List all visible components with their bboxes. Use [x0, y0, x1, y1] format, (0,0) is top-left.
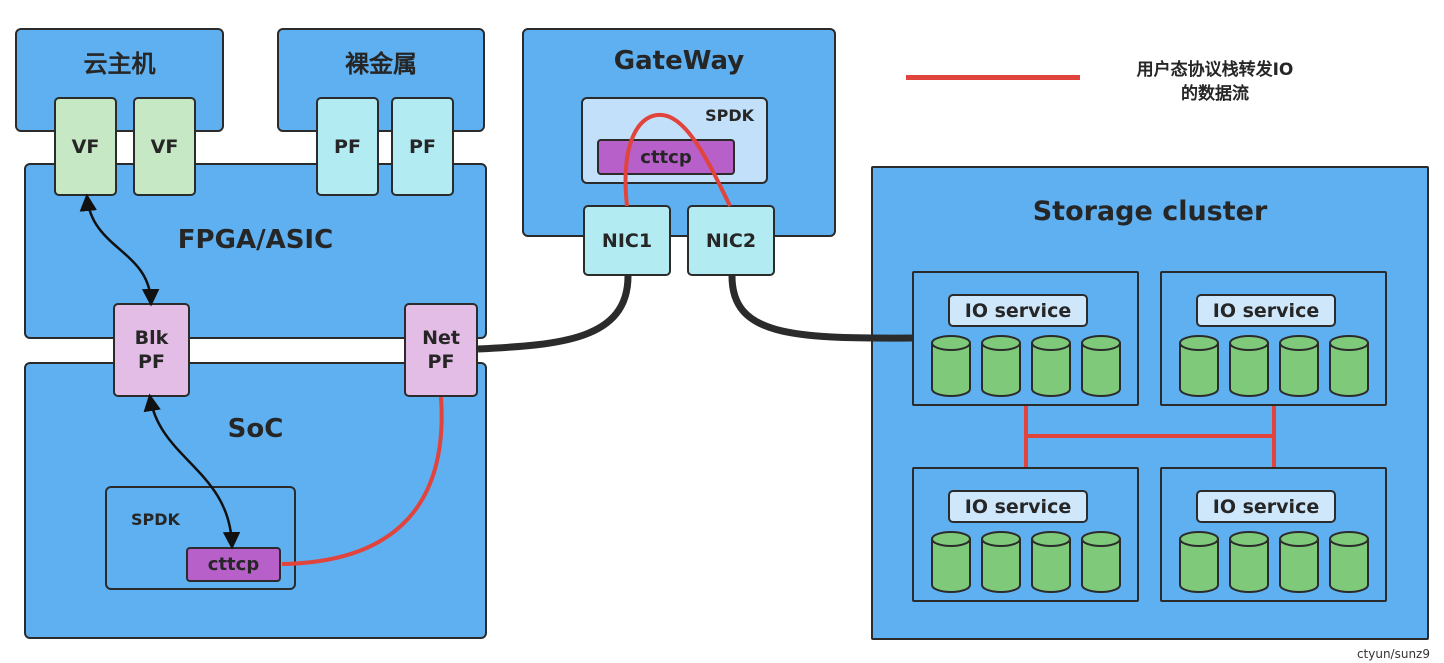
fpga-asic-title: FPGA/ASIC — [177, 225, 334, 255]
storage-node-1: IO service — [912, 271, 1139, 406]
disk-icon — [981, 531, 1021, 593]
disk-icon — [1229, 335, 1269, 397]
bare-metal-title: 裸金属 — [345, 50, 417, 78]
disk-icon — [1329, 531, 1369, 593]
gateway-title: GateWay — [613, 46, 745, 76]
disk-icon — [1081, 335, 1121, 397]
disk-icon — [1031, 531, 1071, 593]
io-service-4: IO service — [1196, 490, 1336, 523]
storage-cluster-title: Storage cluster — [1032, 196, 1268, 227]
io-service-3: IO service — [948, 490, 1088, 523]
io-service-2: IO service — [1196, 294, 1336, 327]
legend-text: 用户态协议栈转发IO 的数据流 — [1095, 58, 1335, 106]
pf-port-2: PF — [391, 97, 454, 196]
net-pf-line2: PF — [427, 351, 455, 373]
vf-port-1: VF — [54, 97, 117, 196]
storage-node-2: IO service — [1160, 271, 1387, 406]
storage-node-3: IO service — [912, 467, 1139, 602]
disk-icon — [1031, 335, 1071, 397]
gateway-cttcp: cttcp — [597, 139, 735, 175]
disk-icon — [1179, 531, 1219, 593]
disk-icon — [1081, 531, 1121, 593]
legend-line — [906, 75, 1080, 80]
cloud-vm-box: 云主机 — [15, 28, 224, 132]
blk-pf: Blk PF — [113, 303, 190, 397]
disk-icon — [1179, 335, 1219, 397]
soc-title: SoC — [227, 414, 284, 444]
soc-cttcp: cttcp — [186, 547, 281, 582]
link-netpf-nic1 — [477, 275, 632, 353]
disk-icon — [1279, 335, 1319, 397]
soc-spdk-label: SPDK — [131, 510, 180, 529]
gateway-spdk-label: SPDK — [705, 106, 754, 125]
cloud-vm-title: 云主机 — [83, 50, 156, 78]
nic1: NIC1 — [583, 205, 671, 276]
disk-icon — [1229, 531, 1269, 593]
legend-text-line1: 用户态协议栈转发IO — [1136, 60, 1294, 80]
net-pf-line1: Net — [422, 327, 460, 349]
pf-port-1: PF — [316, 97, 379, 196]
disk-icon — [1279, 531, 1319, 593]
disk-icon — [1329, 335, 1369, 397]
credit: ctyun/sunz9 — [1356, 647, 1430, 661]
io-service-1: IO service — [948, 294, 1088, 327]
storage-node-4: IO service — [1160, 467, 1387, 602]
nic2: NIC2 — [687, 205, 775, 276]
disk-icon — [981, 335, 1021, 397]
vf-port-2: VF — [133, 97, 196, 196]
blk-pf-line1: Blk — [134, 327, 169, 349]
net-pf: Net PF — [404, 303, 478, 397]
disk-icon — [931, 335, 971, 397]
blk-pf-line2: PF — [138, 351, 165, 373]
disk-icon — [931, 531, 971, 593]
legend-text-line2: 的数据流 — [1181, 84, 1249, 104]
